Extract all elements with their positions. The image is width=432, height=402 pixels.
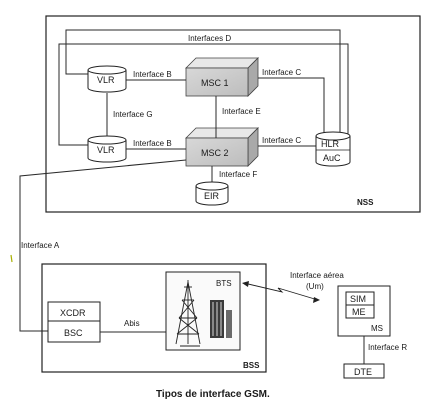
- bts-node: BTS: [165, 271, 241, 351]
- ms-node: SIM ME MS: [337, 285, 391, 337]
- interface-a-label: Interface A: [21, 241, 60, 250]
- bss-region: [41, 263, 267, 373]
- bts-label: BTS: [216, 279, 232, 288]
- msc2-label: MSC 2: [201, 148, 229, 158]
- msc1-node: MSC 1: [185, 57, 259, 97]
- sim-label: SIM: [350, 294, 366, 304]
- interface-g-label: Interface G: [113, 110, 153, 119]
- interface-a-marker: [10, 254, 13, 263]
- air-interface-label-line1: Interface aérea: [290, 271, 344, 280]
- bsc-label: BSC: [64, 328, 83, 338]
- xcdr-label: XCDR: [60, 308, 86, 318]
- dte-label: DTE: [354, 367, 372, 377]
- vlr-top-label: VLR: [97, 75, 115, 85]
- equipment-cabinet-icon: [210, 300, 232, 338]
- ms-label: MS: [371, 324, 383, 333]
- interfaces-d-link: [65, 29, 341, 138]
- interface-f-label: Interface F: [219, 170, 257, 179]
- interface-a-link: [19, 159, 187, 332]
- air-interface-label-line2: (Um): [306, 282, 324, 291]
- interface-c-top-label: Interface C: [262, 68, 301, 77]
- xcdr-bsc-node: XCDR BSC: [47, 301, 101, 343]
- msc2-node: MSC 2: [185, 127, 259, 167]
- interface-b-bottom-label: Interface B: [133, 139, 172, 148]
- interface-b-top-label: Interface B: [133, 70, 172, 79]
- abis-label: Abis: [124, 319, 140, 328]
- interface-c-bottom-label: Interface C: [262, 136, 301, 145]
- nss-label: NSS: [357, 198, 374, 207]
- nss-region: [45, 15, 421, 213]
- interface-r-label: Interface R: [368, 343, 407, 352]
- eir-label: EIR: [204, 191, 220, 201]
- vlr-bottom: VLR: [87, 135, 127, 163]
- air-interface-link: [242, 281, 320, 303]
- vlr-top: VLR: [87, 65, 127, 93]
- interface-e-label: Interface E: [222, 107, 261, 116]
- me-label: ME: [352, 307, 366, 317]
- auc-label: AuC: [323, 153, 341, 163]
- interfaces-d-label: Interfaces D: [188, 34, 231, 43]
- eir-node: EIR: [195, 181, 229, 206]
- dte-node: DTE: [343, 363, 385, 379]
- vlr-bottom-label: VLR: [97, 145, 115, 155]
- hlr-label: HLR: [321, 139, 340, 149]
- figure-caption: Tipos de interface GSM.: [156, 389, 270, 400]
- interfaces-d-link-2: [58, 43, 349, 146]
- msc1-label: MSC 1: [201, 78, 229, 88]
- tower-icon: [175, 280, 201, 347]
- interface-c-top-link: [258, 77, 325, 138]
- hlr-auc-node: HLR AuC: [315, 131, 351, 167]
- bss-label: BSS: [243, 361, 260, 370]
